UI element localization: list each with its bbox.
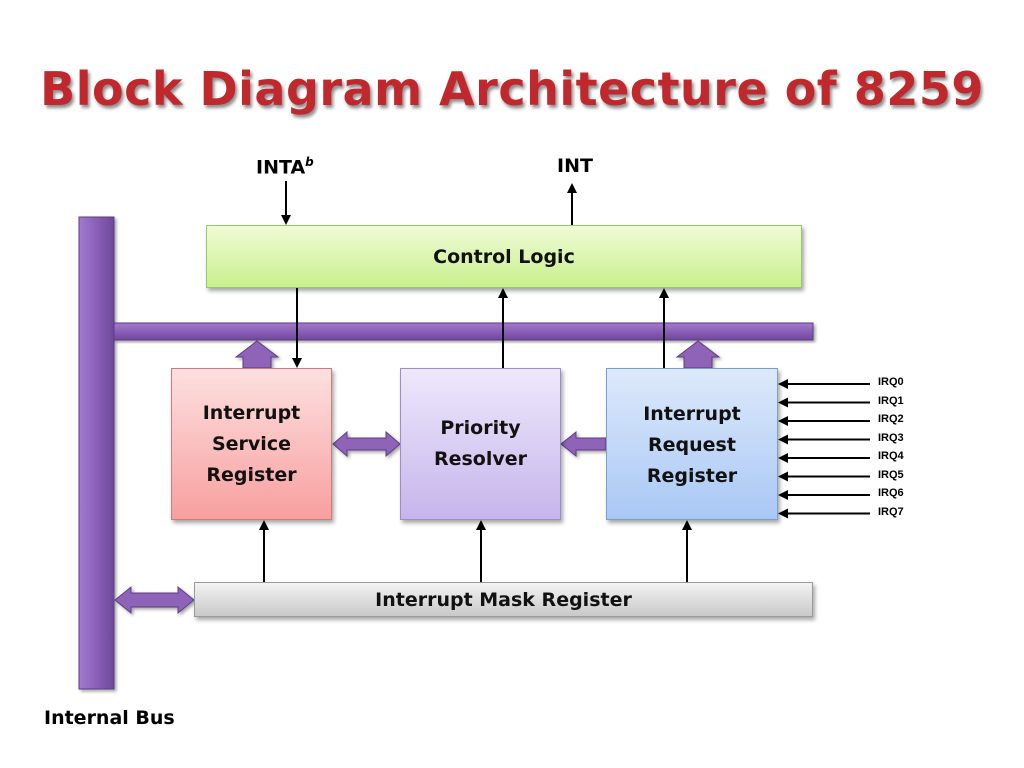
control-logic-label: Control Logic (433, 245, 575, 268)
irq-label: IRQ1 (878, 394, 904, 407)
bus-imr-double-arrow (114, 585, 195, 615)
irq-label: IRQ4 (878, 450, 904, 462)
control-logic-block: Control Logic (206, 225, 802, 288)
interrupt-service-register-block: Interrupt Service Register (171, 368, 332, 520)
inta-superscript: b (305, 155, 314, 169)
internal-bus-label: Internal Bus (44, 707, 175, 729)
irr-label: Interrupt Request Register (643, 403, 741, 487)
inta-text: INTA (256, 156, 306, 179)
inta-signal-label: INTAb (256, 155, 314, 178)
irq-label: IRQ0 (878, 376, 904, 388)
imr-label: Interrupt Mask Register (375, 588, 632, 611)
isr-to-bus-arrow (234, 340, 280, 369)
irr-to-bus-arrow (675, 340, 721, 369)
irq-label: IRQ2 (878, 413, 904, 425)
irr-to-pr-arrow (560, 430, 607, 458)
irq-label: IRQ5 (878, 468, 904, 481)
priority-resolver-label: Priority Resolver (433, 417, 528, 470)
int-signal-label: INT (557, 155, 593, 177)
priority-resolver-block: Priority Resolver (400, 368, 561, 520)
irq-label: IRQ6 (878, 487, 904, 499)
internal-bus-vertical (78, 216, 115, 690)
diagram-title: Block Diagram Architecture of 8259 (40, 62, 984, 116)
internal-bus-horizontal (113, 322, 814, 341)
interrupt-mask-register-block: Interrupt Mask Register (194, 582, 813, 617)
irq-arrow-group (778, 379, 870, 519)
isr-pr-double-arrow (332, 430, 401, 458)
irq-label: IRQ7 (878, 505, 904, 518)
isr-label: Interrupt Service Register (202, 401, 301, 486)
irq-label: IRQ3 (878, 431, 904, 444)
interrupt-request-register-block: Interrupt Request Register (606, 368, 778, 520)
